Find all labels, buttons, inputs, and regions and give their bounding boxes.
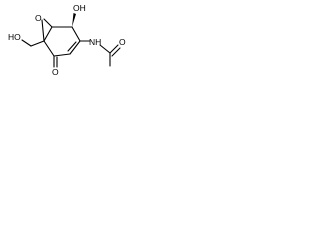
oh-label: OH [73, 3, 86, 13]
bond-c4-c5 [69, 40, 81, 55]
nh-label: NH [89, 37, 101, 47]
bond-c1-ch2 [30, 40, 45, 47]
bond-c1-epoxide-o [41, 19, 45, 42]
amide-o-label: O [119, 37, 126, 47]
bond-c1-c2 [43, 26, 53, 42]
structure-svg: O OH HO O NH O [8, 3, 126, 77]
bond-nh-carbonyl [99, 44, 111, 54]
bond-c2-epoxide-o [43, 18, 53, 28]
epoxide-o-label: O [35, 13, 42, 23]
bond-c5-c6 [53, 53, 71, 57]
bond-ch2-ho [21, 39, 32, 47]
bond-c6-c1 [43, 40, 55, 57]
ho-label: HO [8, 32, 21, 42]
bond-c3-c4 [71, 26, 81, 42]
wedge-c3-oh [72, 13, 76, 27]
bond-carbonyl-o-double [111, 47, 121, 57]
bond-c4-c5-double [67, 41, 77, 52]
ketone-o-label: O [52, 67, 59, 77]
molecule-diagram: O OH HO O NH O [0, 0, 145, 85]
bond-carbonyl-o [109, 44, 119, 54]
